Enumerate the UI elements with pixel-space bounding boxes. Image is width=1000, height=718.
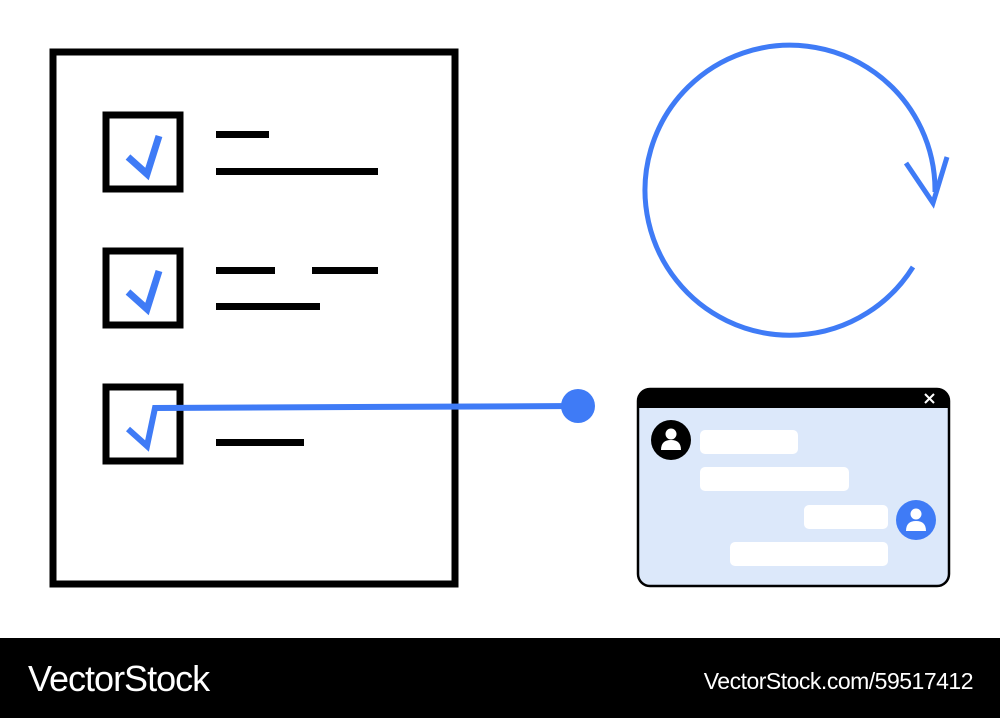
checkmark-icon <box>125 269 163 316</box>
chat-title-bar <box>638 389 949 408</box>
message-bubble <box>804 505 888 529</box>
illustration <box>49 42 951 588</box>
checkbox[interactable] <box>102 247 184 329</box>
reference-id: VectorStock.com/59517412 <box>703 668 974 694</box>
text-line <box>216 168 378 175</box>
text-line <box>216 131 269 138</box>
chat-window <box>636 387 951 588</box>
close-icon[interactable] <box>924 393 935 404</box>
user-avatar-other <box>651 420 691 460</box>
text-line <box>216 303 320 310</box>
circular-arrow-icon <box>642 42 950 338</box>
checkmark-icon <box>125 134 163 181</box>
text-line <box>312 267 378 274</box>
checkbox[interactable] <box>102 111 184 193</box>
connector-dot <box>561 389 595 423</box>
checkbox[interactable] <box>102 383 184 465</box>
text-line <box>216 267 275 274</box>
text-line <box>216 439 304 446</box>
connector <box>125 389 595 452</box>
message-bubble <box>700 430 798 454</box>
checkmark-connector-icon <box>125 403 579 452</box>
user-avatar-self <box>896 500 936 540</box>
message-bubble <box>700 467 849 491</box>
checklist-document <box>49 48 459 588</box>
checklist-item-1 <box>102 111 378 193</box>
checklist-item-2 <box>102 247 378 329</box>
checklist-item-3 <box>102 383 304 465</box>
message-bubble <box>730 542 888 566</box>
footer-bar: VectorStock VectorStock.com/59517412 <box>0 638 1000 718</box>
brand-logo: VectorStock <box>28 658 210 699</box>
